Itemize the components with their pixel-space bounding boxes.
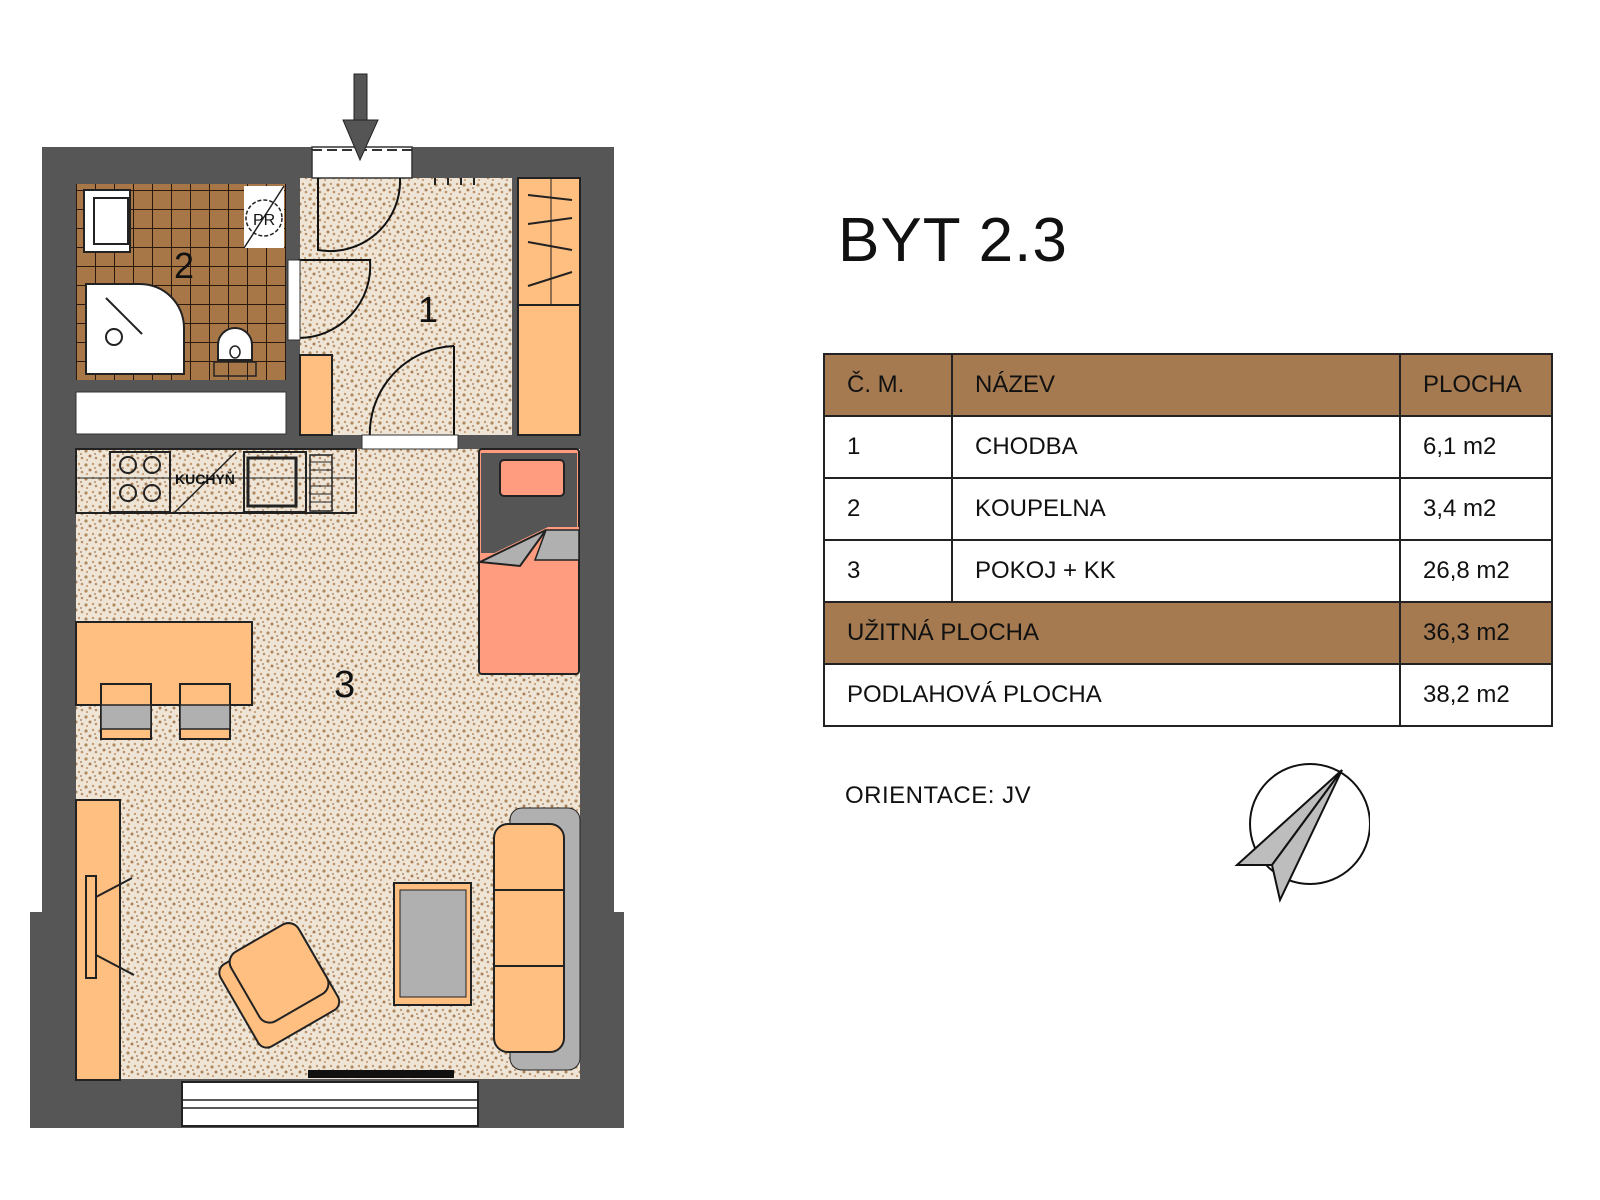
kitchen-counter: KUCHYŇ — [75, 448, 357, 514]
bed — [476, 448, 580, 675]
cell-number: 1 — [823, 415, 953, 479]
floor-area-row: PODLAHOVÁ PLOCHA 38,2 m2 — [823, 663, 1553, 727]
tv-sideboard — [75, 799, 135, 1081]
coffee-table — [393, 882, 472, 1006]
table-row: 3 POKOJ + KK 26,8 m2 — [823, 539, 1553, 603]
table-row: 1 CHODBA 6,1 m2 — [823, 415, 1553, 479]
bathroom-fixtures — [83, 185, 285, 377]
header-name: NÁZEV — [951, 353, 1401, 417]
cell-area: 3,4 m2 — [1399, 477, 1553, 541]
cell-name: KOUPELNA — [951, 477, 1401, 541]
bathroom-tag: PR — [253, 212, 275, 229]
apartment-title: BYT 2.3 — [838, 206, 1068, 275]
window — [181, 1081, 479, 1127]
room-1-label: 1 — [418, 289, 438, 330]
header-area: PLOCHA — [1399, 353, 1553, 417]
compass-icon — [1234, 763, 1370, 904]
entrance-arrow-icon — [342, 73, 379, 162]
wardrobe — [517, 177, 581, 436]
cell-area: 6,1 m2 — [1399, 415, 1553, 479]
header-number: Č. M. — [823, 353, 953, 417]
dining-table — [75, 621, 253, 740]
cell-area: 26,8 m2 — [1399, 539, 1553, 603]
cell-name: POKOJ + KK — [951, 539, 1401, 603]
orientation-label: ORIENTACE: JV — [845, 782, 1032, 809]
cell-number: 2 — [823, 477, 953, 541]
room-1-chodba — [300, 178, 512, 435]
cell-name: CHODBA — [951, 415, 1401, 479]
radiator — [308, 1070, 454, 1078]
table-header-row: Č. M. NÁZEV PLOCHA — [823, 353, 1553, 417]
kitchen-tag: KUCHYŇ — [175, 470, 235, 487]
area-table: Č. M. NÁZEV PLOCHA 1 CHODBA 6,1 m2 2 KOU… — [823, 353, 1553, 727]
floor-plan: KUCHYŇ — [30, 73, 624, 1128]
usable-area-row: UŽITNÁ PLOCHA 36,3 m2 — [823, 601, 1553, 665]
floor-area-label: PODLAHOVÁ PLOCHA — [823, 663, 1401, 727]
usable-area-label: UŽITNÁ PLOCHA — [823, 601, 1401, 665]
table-row: 2 KOUPELNA 3,4 m2 — [823, 477, 1553, 541]
door-swings — [297, 177, 455, 441]
room-3-label: 3 — [334, 664, 355, 706]
room-2-label: 2 — [174, 245, 194, 286]
floor-area-value: 38,2 m2 — [1399, 663, 1553, 727]
sofa — [493, 807, 581, 1071]
armchair — [218, 922, 341, 1049]
usable-area-value: 36,3 m2 — [1399, 601, 1553, 665]
cell-number: 3 — [823, 539, 953, 603]
